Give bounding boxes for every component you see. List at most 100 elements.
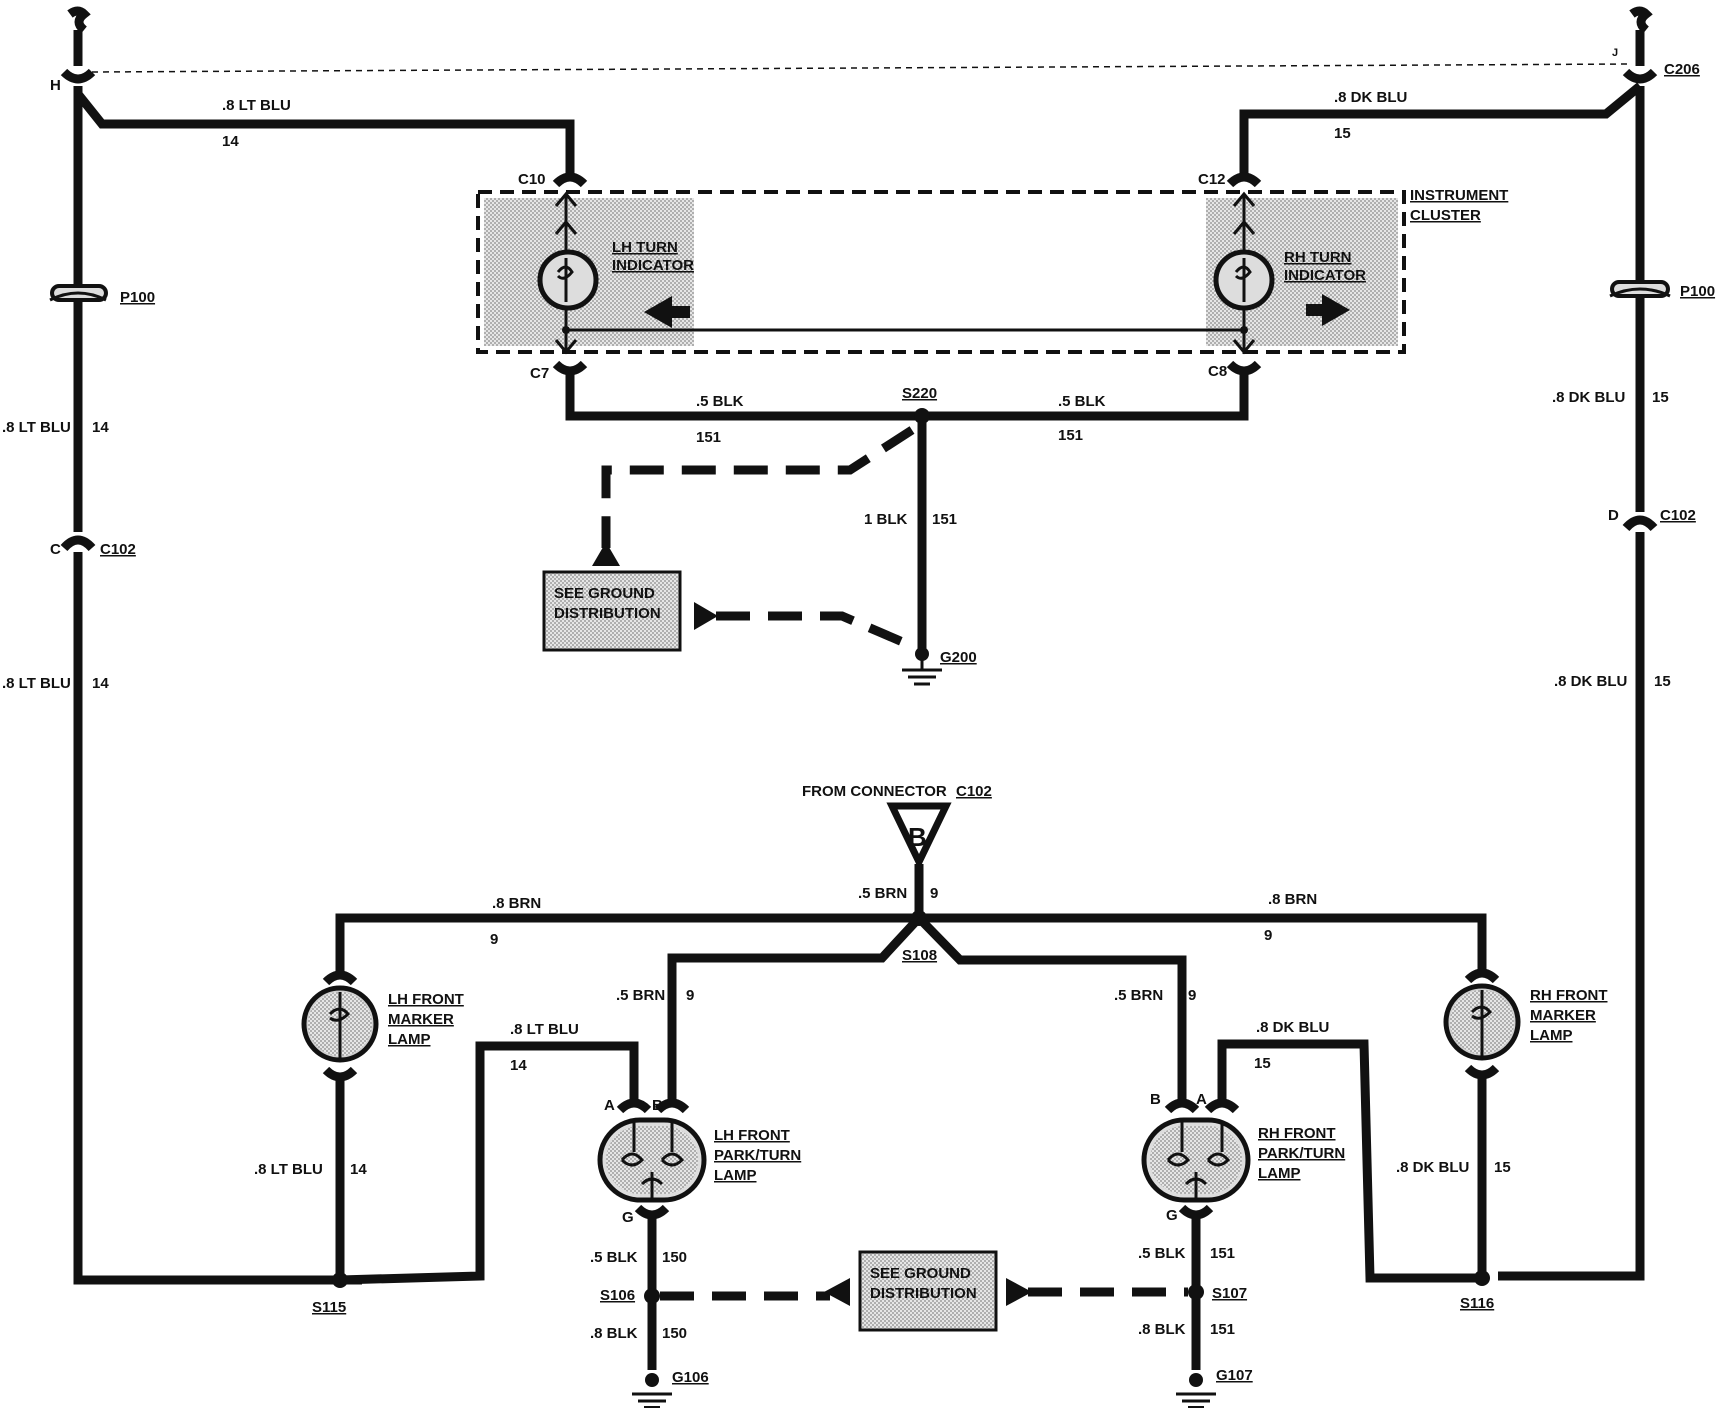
right-branch-wire-top xyxy=(1239,82,1643,178)
c102-right-connector-symbol xyxy=(1622,515,1658,532)
pin-d-right-label: D xyxy=(1608,507,1619,524)
lh-g2-circuit-label: 150 xyxy=(662,1325,687,1342)
ground-dist-bottom-label-1: SEE GROUND xyxy=(870,1265,971,1282)
rh-marker-low-circuit-label: 15 xyxy=(1494,1159,1511,1176)
c206-harness-dashed-link xyxy=(91,63,1633,73)
lh-park-g-connector xyxy=(634,1204,670,1220)
rh-marker-circuit-label: 9 xyxy=(1264,927,1272,944)
rh-park-a-circuit-label: 15 xyxy=(1254,1055,1271,1072)
rh-g-circuit-label: 151 xyxy=(1210,1245,1235,1262)
rh-marker-connector-top xyxy=(1464,968,1500,984)
from-connector-b-tag xyxy=(886,802,952,871)
rh-park-lamp-label-2: PARK/TURN xyxy=(1258,1145,1345,1162)
lh-g-wire-label: .5 BLK xyxy=(590,1249,638,1266)
c8-label: C8 xyxy=(1208,363,1227,380)
lh-park-lamp-label-3: LAMP xyxy=(714,1167,757,1184)
rh-park-lamp-label-3: LAMP xyxy=(1258,1165,1301,1182)
lh-marker-low-circuit-label: 14 xyxy=(350,1161,367,1178)
c12-connector-symbol xyxy=(1226,172,1262,188)
rh-pin-g-label: G xyxy=(1166,1207,1178,1224)
lh-pin-a-label: A xyxy=(604,1097,615,1114)
lh-g-circuit-label: 150 xyxy=(662,1249,687,1266)
lh-pin-b-label: B xyxy=(652,1097,663,1114)
right-upper-circuit-label: 15 xyxy=(1652,389,1669,406)
s107-splice xyxy=(1188,1284,1204,1300)
rh-g2-circuit-label: 151 xyxy=(1210,1321,1235,1338)
c102-left-label: C102 xyxy=(100,541,136,558)
g106-label: G106 xyxy=(672,1369,709,1386)
g107-label: G107 xyxy=(1216,1367,1253,1384)
c8-connector-symbol xyxy=(1226,360,1262,376)
rh-park-g-connector xyxy=(1178,1204,1214,1220)
ground-distribution-top-box xyxy=(542,570,682,652)
lh-marker-circuit-label: 9 xyxy=(490,931,498,948)
lh-park-a-wire-label: .8 LT BLU xyxy=(510,1021,579,1038)
instrument-cluster-label-1: INSTRUMENT xyxy=(1410,187,1508,204)
lh-indicator-wire-top xyxy=(554,191,578,252)
rh-front-park-turn-lamp xyxy=(1141,1117,1251,1203)
c102-right-label: C102 xyxy=(1660,507,1696,524)
right-upper-wire-label: .8 DK BLU xyxy=(1552,389,1625,406)
left-lower-wire-label: .8 LT BLU xyxy=(2,675,71,692)
left-wire-break-symbol xyxy=(67,6,91,34)
lh-park-a-circuit-label: 14 xyxy=(510,1057,527,1074)
lh-marker-brn-wire xyxy=(335,913,919,976)
ground-dist-bottom-label-2: DISTRIBUTION xyxy=(870,1285,977,1302)
g107-ground-symbol xyxy=(1176,1392,1216,1408)
s115-label: S115 xyxy=(312,1299,346,1316)
rh-pin-b-label: B xyxy=(1150,1091,1161,1108)
from-connector-label: FROM CONNECTOR xyxy=(802,783,947,800)
s107-label: S107 xyxy=(1212,1285,1247,1302)
left-branch-wire-top xyxy=(74,91,575,178)
s116-label: S116 xyxy=(1460,1295,1494,1312)
g106-ground-symbol xyxy=(632,1392,672,1408)
g200-ground-point xyxy=(915,647,929,661)
rh-park-brn-circuit-label: 9 xyxy=(1188,987,1196,1004)
lh-marker-lamp-label-3: LAMP xyxy=(388,1031,431,1048)
lh-marker-connector-bottom xyxy=(322,1066,358,1082)
left-lower-circuit-label: 14 xyxy=(92,675,109,692)
lh-park-a-wire xyxy=(339,1041,639,1285)
cluster-ground-wire xyxy=(565,374,1249,421)
lh-marker-low-wire-label: .8 LT BLU xyxy=(254,1161,323,1178)
c206-left-connector-symbol xyxy=(60,68,96,84)
s106-label: S106 xyxy=(600,1287,635,1304)
right-lower-wire-label: .8 DK BLU xyxy=(1554,673,1627,690)
b-tag-letter: B xyxy=(908,822,927,852)
rh-park-a-wire-label: .8 DK BLU xyxy=(1256,1019,1329,1036)
lh-front-park-turn-lamp xyxy=(597,1117,707,1203)
lh-turn-indicator-bulb xyxy=(537,249,599,311)
lh-marker-lamp-label-1: LH FRONT xyxy=(388,991,464,1008)
ground-dist-top-link-lower xyxy=(716,611,914,651)
lh-park-brn-wire xyxy=(667,914,923,1104)
c10-connector-symbol xyxy=(552,172,588,188)
p100-right-grommet xyxy=(1609,280,1671,298)
c7-circuit-label: 151 xyxy=(696,429,721,446)
rh-marker-lamp-label-1: RH FRONT xyxy=(1530,987,1608,1004)
ground-dist-top-arrow-up xyxy=(592,542,620,566)
rh-turn-indicator-label-2: INDICATOR xyxy=(1284,267,1366,284)
ground-dist-bottom-arrow-right xyxy=(1006,1278,1032,1306)
rh-turn-indicator-label-1: RH TURN xyxy=(1284,249,1352,266)
right-feed-wire-lower xyxy=(1498,532,1645,1281)
rh-park-lamp-label-1: RH FRONT xyxy=(1258,1125,1336,1142)
c206-label: C206 xyxy=(1664,61,1700,78)
rh-indicator-wire-top xyxy=(1232,191,1256,252)
p100-right-label: P100 xyxy=(1680,283,1715,300)
p100-left-grommet xyxy=(49,284,108,302)
rh-marker-lamp-label-3: LAMP xyxy=(1530,1027,1573,1044)
s108-in-wire-label: .5 BRN xyxy=(858,885,907,902)
left-feed-wire-lower xyxy=(73,552,362,1285)
rh-park-a-connector xyxy=(1204,1098,1240,1114)
ground-dist-top-label-1: SEE GROUND xyxy=(554,585,655,602)
lh-park-lamp-label-2: PARK/TURN xyxy=(714,1147,801,1164)
lh-arrow-icon xyxy=(644,296,690,328)
lh-marker-wire-label: .8 BRN xyxy=(492,895,541,912)
c8-wire-label: .5 BLK xyxy=(1058,393,1106,410)
lh-marker-lamp-label-2: MARKER xyxy=(388,1011,454,1028)
rh-g-wire-label: .5 BLK xyxy=(1138,1245,1186,1262)
c12-label: C12 xyxy=(1198,171,1226,188)
left-upper-circuit-label: 14 xyxy=(92,419,109,436)
rh-pin-a-label: A xyxy=(1196,1091,1207,1108)
lh-marker-connector-top xyxy=(322,970,358,986)
